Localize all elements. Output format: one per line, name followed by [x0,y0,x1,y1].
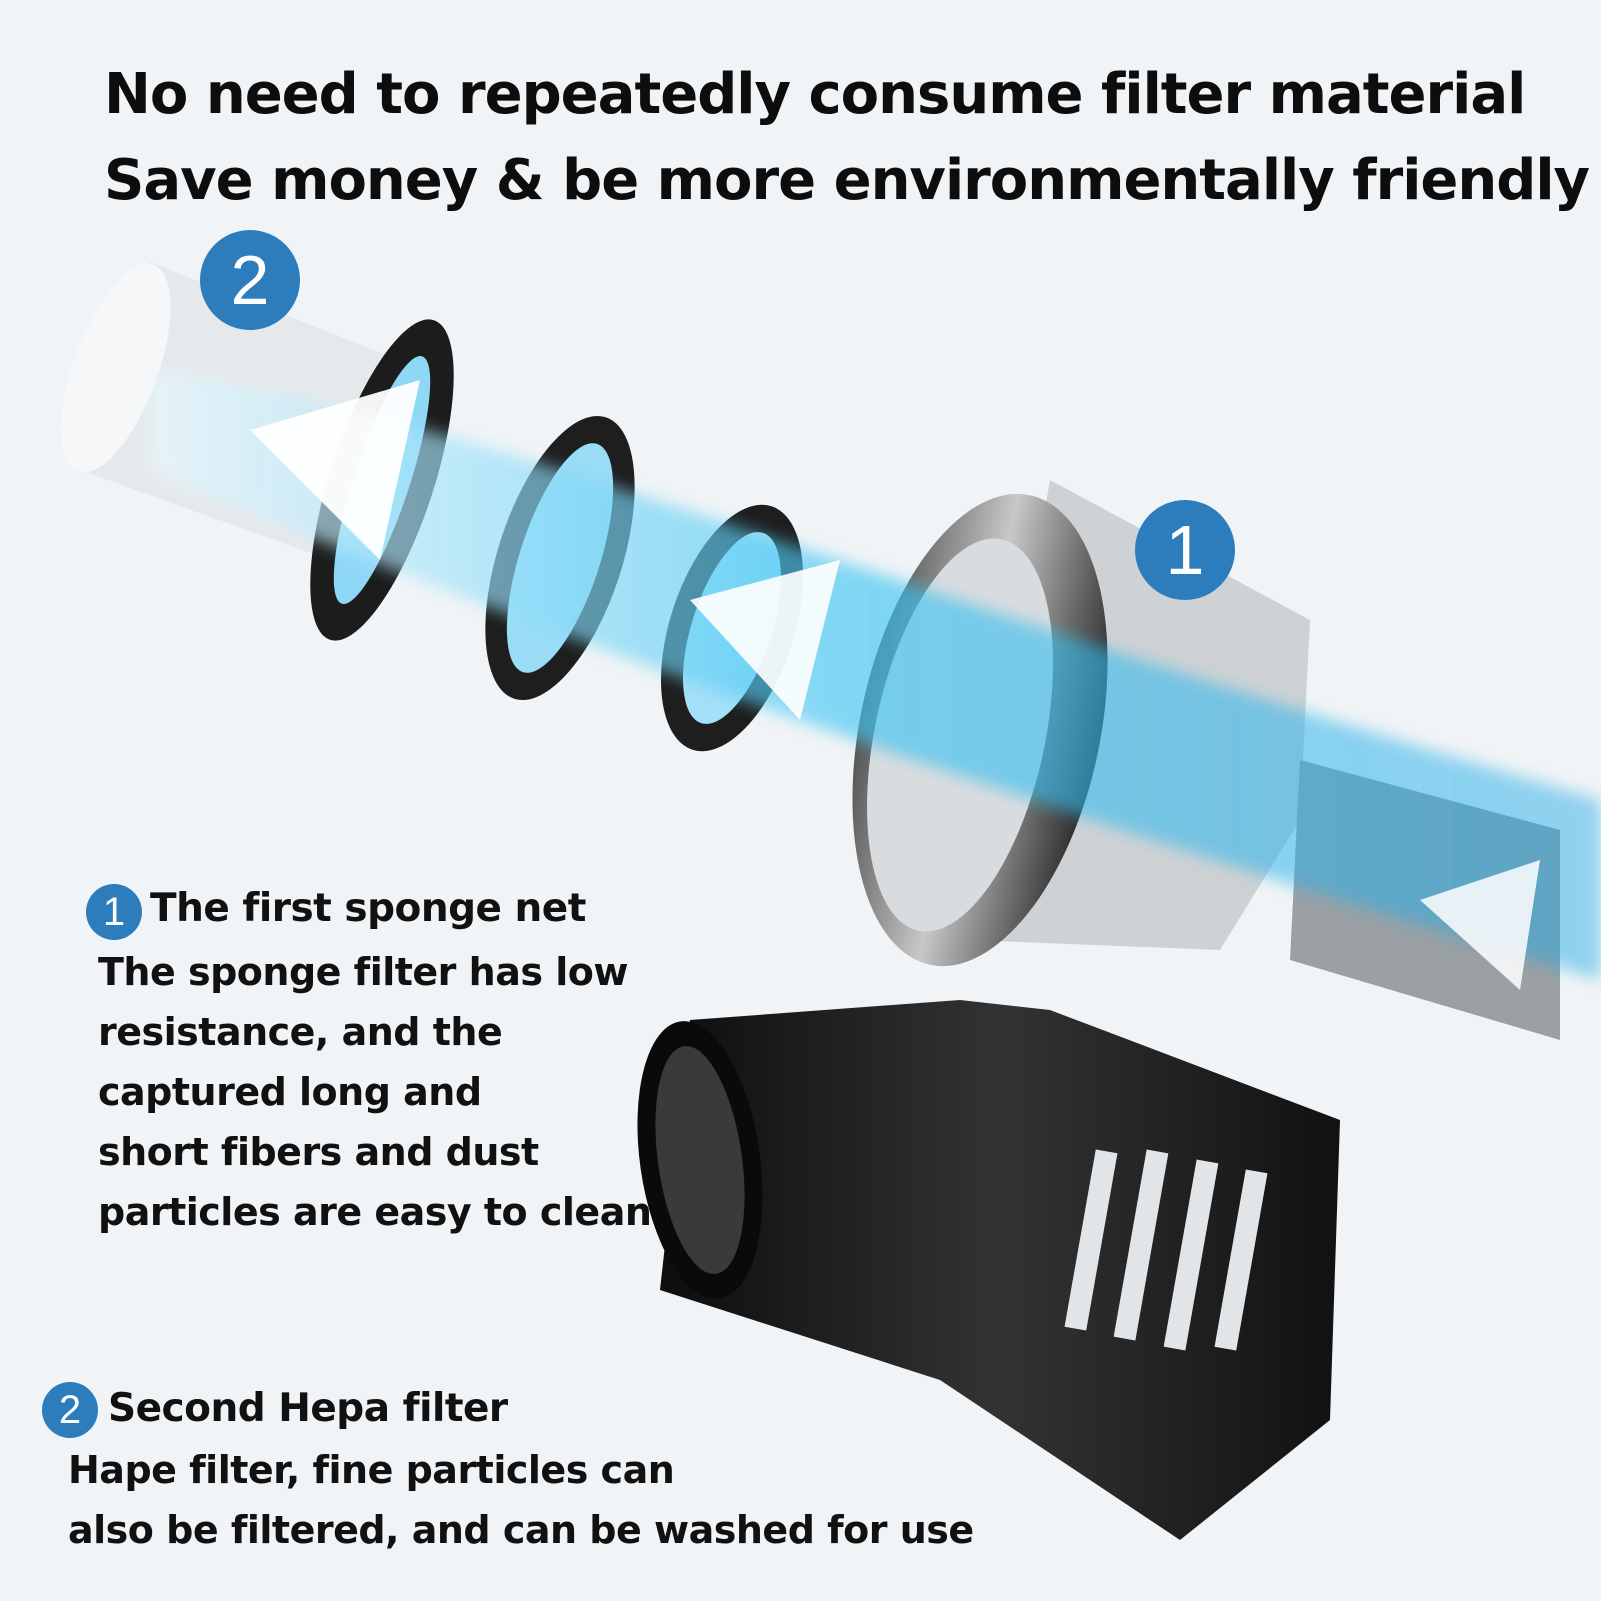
airflow-stream [150,370,1601,990]
hepa-caption-body: Hape filter, fine particles can also be … [68,1440,974,1560]
hepa-caption-line: also be filtered, and can be washed for … [68,1508,974,1552]
sponge-caption-title: The first sponge net [150,886,586,931]
badge-hepa-callout: 2 [200,230,300,330]
badge-sponge-callout: 1 [1135,500,1235,600]
housing-vent-slats [1064,1149,1268,1351]
filter-housing [637,1000,1340,1540]
hepa-caption-line: Hape filter, fine particles can [68,1448,675,1492]
sponge-caption-line: particles are easy to clean [98,1190,652,1234]
hepa-caption-title: Second Hepa filter [108,1386,508,1431]
headline-line-1: No need to repeatedly consume filter mat… [104,62,1526,127]
badge-hepa-caption: 2 [42,1382,98,1438]
sponge-caption-line: short fibers and dust [98,1130,539,1174]
sponge-caption-line: captured long and [98,1070,482,1114]
badge-sponge-caption: 1 [86,884,142,940]
sponge-caption-line: resistance, and the [98,1010,503,1054]
sponge-caption-line: The sponge filter has low [98,950,628,994]
sponge-caption-body: The sponge filter has low resistance, an… [98,942,652,1242]
headline-line-2: Save money & be more environmentally fri… [104,148,1590,213]
